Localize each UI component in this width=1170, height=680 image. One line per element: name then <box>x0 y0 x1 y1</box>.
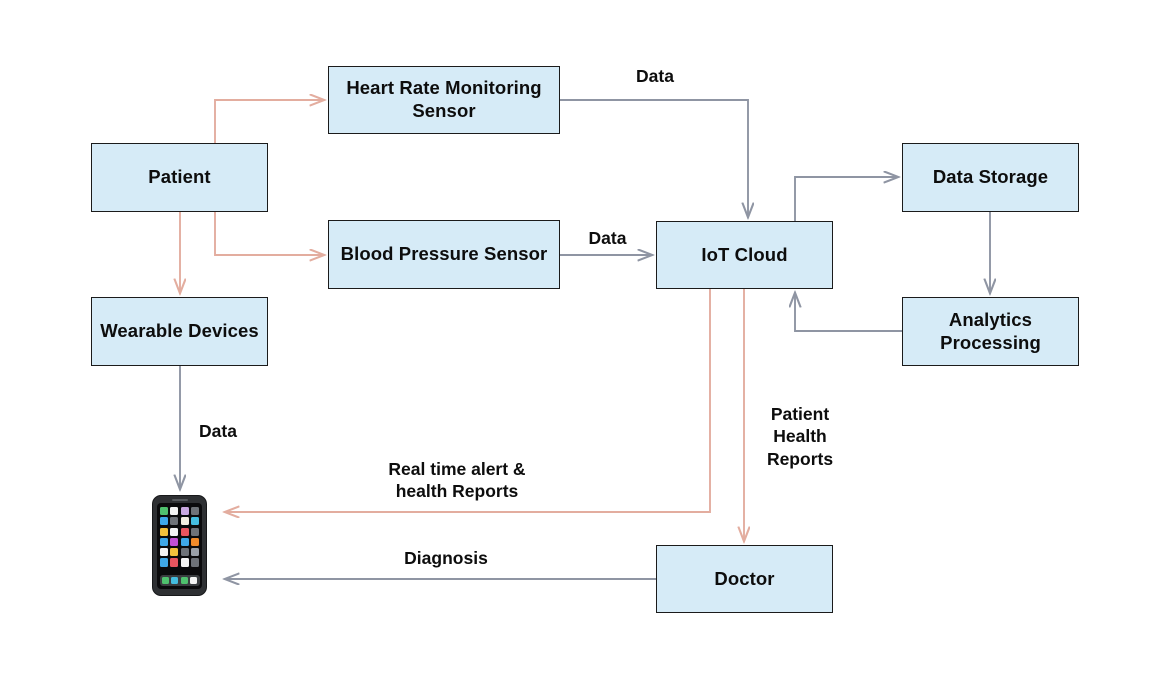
phone-app-icon[interactable] <box>160 548 169 557</box>
edge-iot-cloud-to-data-storage <box>794 177 898 221</box>
phone-app-icon[interactable] <box>180 517 189 526</box>
phone-app-icon[interactable] <box>190 548 199 557</box>
phone-app-icon[interactable] <box>160 517 169 526</box>
phone-app-grid <box>160 507 199 567</box>
edge-label-data-blood-pressure-to-cloud: Data <box>588 228 627 248</box>
phone-app-icon[interactable] <box>160 537 169 546</box>
edge-heart-rate-to-iot-cloud <box>560 99 748 217</box>
node-data-storage[interactable]: Data Storage <box>902 143 1079 212</box>
phone-app-icon[interactable] <box>190 527 199 536</box>
phone-app-icon[interactable] <box>180 537 189 546</box>
edge-label-real-time-alert-health-reports: Real time alert & health Reports <box>388 459 526 502</box>
node-wearable-devices[interactable]: Wearable Devices <box>91 297 268 366</box>
phone-app-icon[interactable] <box>160 527 169 536</box>
node-heart-rate-monitoring-sensor[interactable]: Heart Rate Monitoring Sensor <box>328 66 560 134</box>
node-patient[interactable]: Patient <box>91 143 268 212</box>
phone-dock-icon[interactable] <box>180 576 188 584</box>
phone-app-icon[interactable] <box>170 527 179 536</box>
edge-patient-to-blood-pressure <box>214 212 324 255</box>
phone-dock-icon[interactable] <box>162 576 170 584</box>
edge-label-diagnosis: Diagnosis <box>404 548 488 568</box>
edge-analytics-to-iot-cloud <box>795 293 902 332</box>
edge-label-patient-health-reports: Patient Health Reports <box>766 404 834 469</box>
phone-app-icon[interactable] <box>170 517 179 526</box>
phone-app-icon[interactable] <box>190 558 199 567</box>
phone-app-icon[interactable] <box>190 537 199 546</box>
node-iot-cloud[interactable]: IoT Cloud <box>656 221 833 289</box>
phone-app-icon[interactable] <box>170 558 179 567</box>
phone-app-icon[interactable] <box>180 558 189 567</box>
phone-app-icon[interactable] <box>180 507 189 516</box>
edge-iot-cloud-to-phone <box>225 289 711 512</box>
edge-label-data-heart-rate-to-cloud: Data <box>636 66 674 86</box>
phone-app-icon[interactable] <box>170 507 179 516</box>
phone-app-icon[interactable] <box>170 548 179 557</box>
phone-app-icon[interactable] <box>170 537 179 546</box>
phone-speaker-notch <box>171 498 188 501</box>
node-blood-pressure-sensor[interactable]: Blood Pressure Sensor <box>328 220 560 289</box>
phone-app-icon[interactable] <box>160 507 169 516</box>
phone-dock-icon[interactable] <box>189 576 197 584</box>
node-doctor[interactable]: Doctor <box>656 545 833 613</box>
phone-screen <box>157 503 202 589</box>
phone-app-icon[interactable] <box>180 527 189 536</box>
phone-body <box>152 495 207 596</box>
phone-app-icon[interactable] <box>180 548 189 557</box>
edge-patient-to-heart-rate <box>214 100 324 143</box>
phone-app-icon[interactable] <box>190 517 199 526</box>
phone-app-icon[interactable] <box>160 558 169 567</box>
node-analytics-processing[interactable]: Analytics Processing <box>902 297 1079 366</box>
edge-label-data-wearable-to-phone: Data <box>199 421 237 441</box>
smartphone-icon[interactable] <box>152 495 207 596</box>
phone-dock-icon[interactable] <box>171 576 179 584</box>
phone-app-icon[interactable] <box>190 507 199 516</box>
phone-dock <box>159 574 200 586</box>
